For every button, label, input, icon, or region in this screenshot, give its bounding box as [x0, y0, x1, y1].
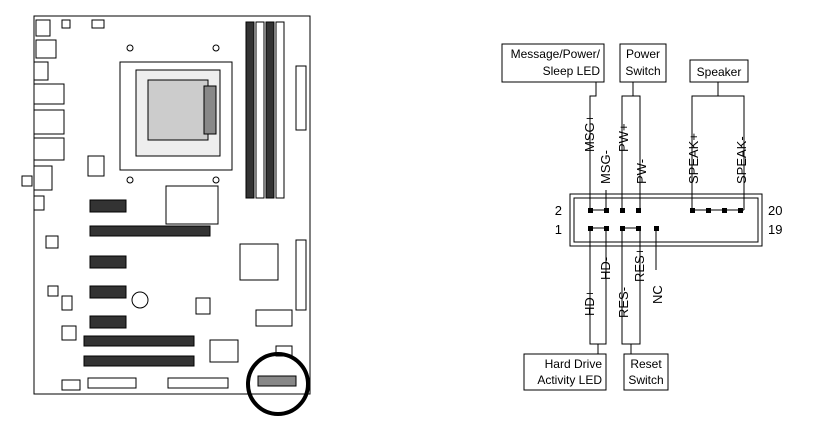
pin-label-hd-minus: HD- — [598, 257, 613, 280]
pin-label-msg-plus: MSG+ — [582, 115, 597, 152]
speaker-label: Speaker — [697, 65, 742, 79]
dimm-slots — [245, 21, 285, 199]
hdd-led-box — [523, 353, 607, 391]
callout-labels: Message/Power/ Sleep LED Power Switch Sp… — [511, 47, 742, 387]
pin-label-res-minus: RES- — [616, 287, 631, 318]
southbridge — [239, 243, 279, 281]
power-switch-label-line2: Switch — [625, 64, 660, 78]
pin-label-pw-minus: PW- — [634, 159, 649, 184]
bottom-leads — [589, 227, 657, 354]
top-leads — [589, 82, 745, 211]
pin-label-hd-plus: HD+ — [582, 290, 597, 316]
rear-io-panel — [21, 19, 65, 211]
hdd-led-label-line2: Activity LED — [537, 373, 602, 387]
pin-number-top-right: 20 — [768, 203, 782, 218]
msg-led-label-line1: Message/Power/ — [511, 47, 601, 61]
pin-number-bottom-right: 19 — [768, 222, 782, 237]
pin-number-top-left: 2 — [555, 203, 562, 218]
connector-inner — [573, 197, 759, 243]
connector-outer — [569, 193, 763, 247]
pin-label-nc: NC — [650, 285, 665, 304]
pin-number-bottom-left: 1 — [555, 222, 562, 237]
msg-led-box — [501, 43, 605, 83]
hdd-led-label-line1: Hard Drive — [545, 357, 603, 371]
atx-power-connector — [295, 65, 307, 131]
reset-switch-label-line2: Switch — [628, 373, 663, 387]
power-switch-label-line1: Power — [626, 47, 660, 61]
reset-switch-label-line1: Reset — [630, 357, 662, 371]
pin-numbers: 2 1 20 19 — [555, 203, 783, 237]
bottom-pin-labels: HD+ HD- RES- RES+ NC — [582, 248, 665, 318]
expansion-slots — [83, 199, 211, 367]
pin-label-speak-minus: SPEAK- — [734, 136, 749, 184]
pin-label-speak-plus: SPEAK+ — [686, 133, 701, 184]
northbridge — [165, 185, 219, 225]
motherboard-illustration — [21, 15, 311, 416]
msg-led-label-line2: Sleep LED — [543, 64, 601, 78]
speaker-box — [689, 59, 749, 83]
pin-label-pw-plus: PW+ — [616, 123, 631, 152]
pin-label-res-plus: RES+ — [632, 248, 647, 282]
cpu-socket — [119, 44, 233, 184]
top-pin-labels: MSG+ MSG- PW+ PW- SPEAK+ SPEAK- — [582, 115, 749, 184]
front-panel-highlight-circle — [246, 352, 310, 416]
front-panel-pinout — [501, 43, 763, 391]
pin-label-msg-minus: MSG- — [598, 150, 613, 184]
power-switch-box — [619, 43, 667, 83]
reset-switch-box — [623, 353, 669, 391]
